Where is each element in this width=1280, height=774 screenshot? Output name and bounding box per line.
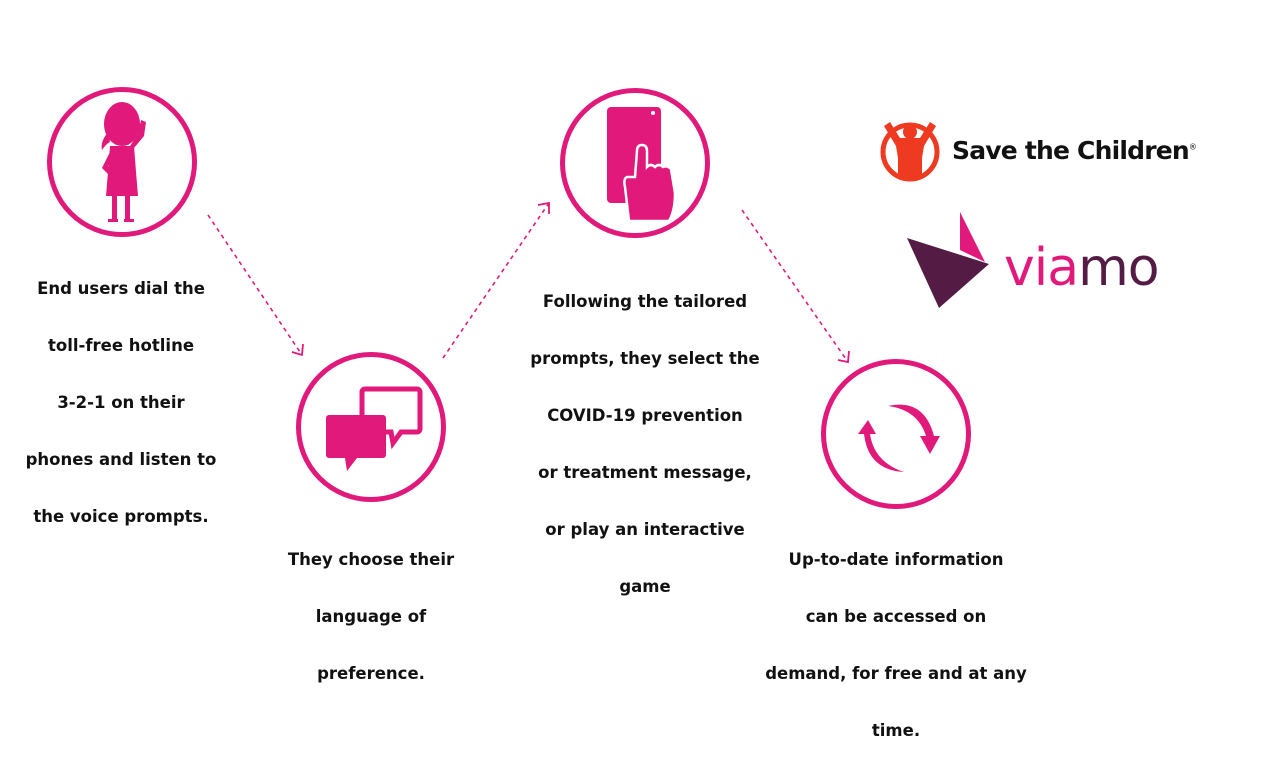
text-line: phones and listen to bbox=[25, 449, 217, 469]
step-4-text: Up-to-date information can be accessed o… bbox=[760, 517, 1032, 774]
text-line: or play an interactive bbox=[545, 519, 745, 539]
viamo-wordmark: viamo bbox=[1004, 238, 1160, 298]
save-the-children-emblem-icon bbox=[880, 122, 940, 182]
woman-on-phone-icon bbox=[101, 102, 146, 222]
step-3-circle bbox=[560, 88, 710, 238]
save-the-children-wordmark: Save the Children® bbox=[952, 135, 1197, 165]
touchscreen-phone-icon bbox=[607, 107, 677, 223]
speech-bubbles-icon bbox=[326, 386, 423, 471]
arrow-3-to-4 bbox=[741, 209, 849, 363]
flow-arrows bbox=[207, 201, 850, 364]
text-line: Up-to-date information bbox=[788, 549, 1004, 569]
step-1-text: End users dial the toll-free hotline 3-2… bbox=[10, 246, 232, 560]
text-line: They choose their bbox=[287, 549, 455, 569]
text-line: 3-2-1 on their bbox=[57, 392, 185, 412]
text-line: COVID-19 prevention bbox=[547, 405, 743, 425]
step-2-circle bbox=[296, 352, 446, 502]
text-line: toll-free hotline bbox=[47, 335, 195, 355]
step-2-text: They choose their language of preference… bbox=[260, 517, 482, 717]
step-4-circle bbox=[821, 359, 971, 509]
text-line: language of bbox=[315, 606, 427, 626]
text-line: can be accessed on bbox=[805, 606, 987, 626]
text-line: or treatment message, bbox=[538, 462, 752, 482]
text-line: game bbox=[619, 576, 671, 596]
text-line: preference. bbox=[317, 663, 425, 683]
step-1-circle bbox=[47, 87, 197, 237]
text-line: End users dial the bbox=[37, 278, 205, 298]
text-line: prompts, they select the bbox=[530, 348, 760, 368]
step-3-text: Following the tailored prompts, they sel… bbox=[520, 259, 770, 630]
text-line: demand, for free and at any bbox=[765, 663, 1027, 683]
text-line: Following the tailored bbox=[542, 291, 748, 311]
text-line: the voice prompts. bbox=[33, 506, 209, 526]
refresh-cycle-icon bbox=[858, 404, 940, 472]
save-the-children-logo: Save the Children® bbox=[878, 118, 1197, 182]
viamo-emblem-icon bbox=[907, 212, 989, 308]
